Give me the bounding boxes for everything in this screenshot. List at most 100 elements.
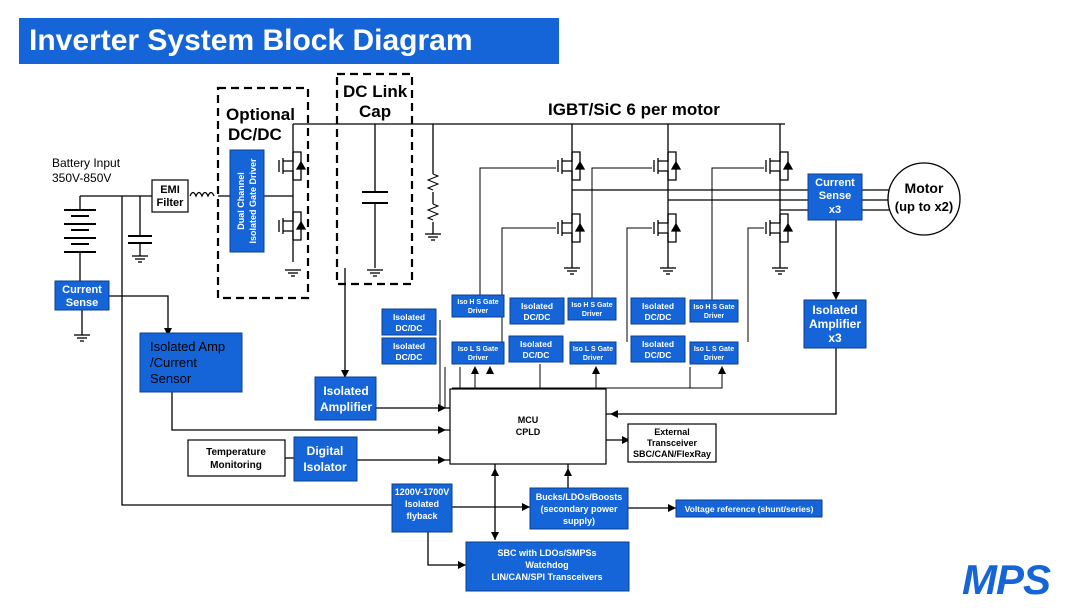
- iso-dcdc-text-2: DC/DC: [396, 323, 423, 333]
- temperature-monitoring-text-1: Temperature: [206, 447, 266, 458]
- iso-hs-gate-text-2: Driver: [582, 311, 603, 318]
- isolated-amp-current-text-1: Isolated Amp: [150, 339, 225, 354]
- iso-hs-gate-driver-block: [567, 297, 617, 321]
- bucks-text-3: supply): [563, 516, 595, 526]
- battery-current-sense-block: [54, 280, 110, 311]
- iso-dcdc-text-1: Isolated: [521, 301, 553, 311]
- iso-dcdc-text-1: Isolated: [642, 301, 674, 311]
- iso-ls-gate-text-2: Driver: [583, 355, 604, 362]
- iso-hs-gate-text-1: Iso H S Gate: [571, 302, 612, 309]
- isolated-amplifier-x3-text-3: x3: [828, 331, 842, 345]
- iso-dcdc-text-2: DC/DC: [524, 312, 551, 322]
- iso-dcdc-text-2: DC/DC: [396, 352, 423, 362]
- emi-filter-text-2: Filter: [157, 197, 185, 209]
- flyback-block: [391, 483, 453, 533]
- isolated-amplifier-x3-block: [803, 299, 867, 349]
- wires: [80, 123, 892, 566]
- iso-hs-gate-text-1: Iso H S Gate: [693, 304, 734, 311]
- iso-ls-gate-text-1: Iso L S Gate: [573, 346, 613, 353]
- bucks-text-1: Bucks/LDOs/Boosts: [536, 492, 623, 502]
- iso-dcdc-block: [508, 335, 564, 363]
- battery-input-label: Battery Input: [52, 156, 121, 170]
- dc-link-label: DC Link: [343, 82, 408, 101]
- iso-hs-gate-text-2: Driver: [704, 313, 725, 320]
- iso-dcdc-text-1: Isolated: [642, 339, 674, 349]
- isolated-amp-current-text-2: /Current: [150, 355, 197, 370]
- dcdc-label: DC/DC: [228, 125, 282, 144]
- battery-current-sense-text-2: Sense: [66, 297, 98, 309]
- arrowheads: [164, 292, 840, 569]
- iso-ls-gate-text-2: Driver: [704, 355, 725, 362]
- mps-logo: MPS: [962, 556, 1052, 603]
- motor-current-sense-text-1: Current: [815, 177, 855, 189]
- motor-current-sense-block: [807, 173, 863, 221]
- isolated-amplifier-text-2: Amplifier: [320, 400, 372, 414]
- iso-hs-gate-text-1: Iso H S Gate: [457, 299, 498, 306]
- emi-filter-box: [151, 179, 189, 213]
- dual-gate-driver-text-1: Dual Channel: [236, 172, 246, 230]
- ground-symbols: [74, 233, 788, 342]
- iso-hs-gate-text-2: Driver: [468, 308, 489, 315]
- digital-isolator-block: [293, 436, 358, 482]
- dual-gate-driver-block: [229, 149, 265, 253]
- mcu-text-2: CPLD: [516, 427, 541, 437]
- resistor-divider: [426, 173, 440, 221]
- svg-text:MPS: MPS: [962, 556, 1051, 603]
- battery-current-sense-text-1: Current: [62, 284, 102, 296]
- battery-voltage-label: 350V-850V: [52, 171, 111, 185]
- flyback-text-2: Isolated: [405, 499, 439, 509]
- igbt-label: IGBT/SiC 6 per motor: [548, 100, 720, 119]
- iso-dcdc-text-2: DC/DC: [645, 350, 672, 360]
- external-transceiver-text-1: External: [654, 427, 690, 437]
- motor-label: Motor: [905, 180, 944, 196]
- sbc-text-3: LIN/CAN/SPI Transceivers: [491, 572, 602, 582]
- bucks-ldos-boosts-block: [529, 487, 629, 530]
- mcu-text-1: MCU: [518, 415, 539, 425]
- isolated-amplifier-block: [314, 376, 377, 421]
- iso-gate-driver-blocks: Iso H S Gate Driver Iso L S Gate Driver …: [451, 294, 739, 365]
- transistor-switches: [278, 151, 794, 243]
- external-transceiver-text-2: Transceiver: [647, 438, 698, 448]
- isolated-amplifier-text-1: Isolated: [323, 384, 368, 398]
- temperature-monitoring-text-2: Monitoring: [210, 460, 262, 471]
- iso-dcdc-block: [630, 297, 686, 325]
- iso-ls-gate-driver-block: [451, 341, 505, 365]
- mcu-block: [449, 388, 607, 465]
- sbc-text-1: SBC with LDOs/SMPSs: [497, 548, 596, 558]
- digital-isolator-text-1: Digital: [307, 444, 344, 458]
- isolated-amplifier-x3-text-1: Isolated: [812, 303, 857, 317]
- motor-current-sense-text-2: Sense: [819, 190, 851, 202]
- iso-ls-gate-text-1: Iso L S Gate: [694, 346, 734, 353]
- iso-hs-gate-driver-block: [451, 294, 505, 318]
- input-capacitor: [128, 235, 152, 256]
- isolated-amplifier-x3-text-2: Amplifier: [809, 317, 861, 331]
- sbc-block: [465, 541, 630, 592]
- external-transceiver-text-3: SBC/CAN/FlexRay: [633, 449, 711, 459]
- iso-dcdc-text-2: DC/DC: [645, 312, 672, 322]
- iso-dcdc-block: [509, 297, 565, 325]
- iso-ls-gate-driver-block: [569, 341, 617, 365]
- bucks-text-2: (secondary power: [540, 504, 618, 514]
- iso-dcdc-text-1: Isolated: [393, 341, 425, 351]
- optional-label: Optional: [226, 105, 295, 124]
- battery-symbol: [64, 196, 96, 281]
- iso-dcdc-text-2: DC/DC: [523, 350, 550, 360]
- iso-dcdc-block: [630, 335, 686, 363]
- iso-dcdc-block: [381, 337, 437, 365]
- digital-isolator-text-2: Isolator: [303, 460, 347, 474]
- iso-ls-gate-text-1: Iso L S Gate: [458, 346, 498, 353]
- iso-dcdc-blocks: Isolated DC/DC Isolated DC/DC Isolated D…: [381, 297, 686, 365]
- flyback-text-1: 1200V-1700V: [395, 487, 450, 497]
- optional-dcdc-dashed-box: [216, 86, 310, 300]
- voltage-reference-text: Voltage reference (shunt/series): [685, 504, 814, 514]
- voltage-reference-block: [675, 499, 823, 518]
- iso-dcdc-block: [381, 308, 437, 336]
- page-title: Inverter System Block Diagram: [19, 18, 559, 64]
- motor-circle: [887, 162, 961, 236]
- iso-ls-gate-driver-block: [689, 341, 739, 365]
- flyback-text-3: flyback: [406, 511, 438, 521]
- iso-ls-gate-text-2: Driver: [468, 355, 489, 362]
- motor-count-label: (up to x2): [895, 199, 954, 214]
- isolated-amp-current-text-3: Sensor: [150, 371, 192, 386]
